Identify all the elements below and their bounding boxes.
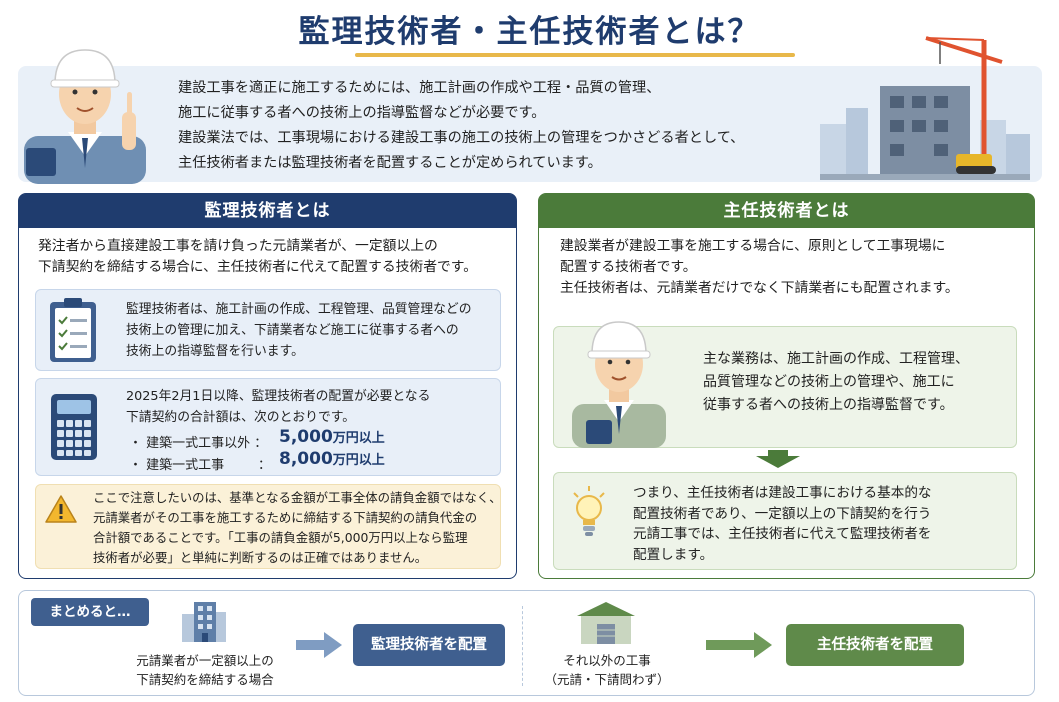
kanri-duties-text: 監理技術者は、施工計画の作成、工程管理、品質管理などの 技術上の管理に加え、下請… [126,299,472,362]
summary-right-line: それ以外の工事 [563,653,651,668]
lightbulb-icon [573,486,605,536]
threshold-intro-line: 下請契約の合計額は、次のとおりです。 [126,410,356,425]
intro-line: 建設工事を適正に施工するためには、施工計画の作成や工程・品質の管理、 [178,80,661,96]
threshold-box [35,378,501,476]
kanri-desc-line: 発注者から直接建設工事を請け負った元請業者が、一定額以上の [38,238,438,254]
shunin-heading: 主任技術者とは [539,194,1034,228]
warehouse-icon [577,602,635,644]
kanri-desc-line: 下請契約を締結する場合に、主任技術者に代えて配置する技術者です。 [38,259,478,275]
conclusion-line: 配置します。 [633,546,714,563]
intro-line: 主任技術者または監理技術者を配置することが定められています。 [178,155,602,171]
summary-right-label: それ以外の工事 （元請・下請問わず） [532,651,682,689]
clipboard-icon [50,298,96,362]
threshold-intro: 2025年2月1日以降、監理技術者の配置が必要となる 下請契約の合計額は、次のと… [126,386,430,428]
kanri-duties-line: 技術上の管理に加え、下請業者など施工に従事する者への [126,323,459,338]
shunin-duties-line: 従事する者への技術上の指導監督です。 [703,397,954,413]
caution-box [35,484,501,569]
caution-line: 技術者が必要」と単純に判断するのは正確ではありません。 [93,550,428,565]
result-kanri-badge: 監理技術者を配置 [353,624,505,666]
arrow-right-icon [296,632,342,658]
threshold-row-amount: 5,000万円以上 [279,427,385,447]
title-underline [355,53,795,57]
summary-right-line: （元請・下請問わず） [544,672,670,687]
office-building-icon [182,602,226,642]
kanri-duties-line: 監理技術者は、施工計画の作成、工程管理、品質管理などの [126,302,472,317]
summary-left-line: 下請契約を締結する場合 [136,672,274,687]
threshold-intro-line: 2025年2月1日以降、監理技術者の配置が必要となる [126,389,431,404]
caution-text: ここで注意したいのは、基準となる金額が工事全体の請負金額ではなく、 元請業者がそ… [93,488,502,568]
threshold-row-label: ・ 建築一式工事以外 ： [129,436,268,451]
conclusion-box [553,472,1017,570]
caution-line: ここで注意したいのは、基準となる金額が工事全体の請負金額ではなく、 [93,490,502,505]
kanri-duties-line: 技術上の指導監督を行います。 [126,344,304,359]
shunin-desc-line: 建設業者が建設工事を施工する場合に、原則として工事現場に [560,238,946,254]
summary-divider [522,606,523,686]
summary-left-line: 元請業者が一定額以上の [136,653,274,668]
result-shunin-badge: 主任技術者を配置 [786,624,964,666]
conclusion-line: つまり、主任技術者は建設工事における基本的な [633,485,932,501]
threshold-amount-value: 5,000 [279,427,333,447]
worker-illustration [572,321,666,448]
threshold-amount-value: 8,000 [279,449,333,469]
threshold-amount-unit: 万円以上 [332,453,385,468]
arrow-right-icon [706,632,772,658]
conclusion-text: つまり、主任技術者は建設工事における基本的な 配置技術者であり、一定額以上の下請… [633,483,932,565]
summary-left-label: 元請業者が一定額以上の 下請契約を締結する場合 [110,651,300,689]
worker-pointing-illustration [24,49,146,184]
shunin-duties-line: 品質管理などの技術上の管理や、施工に [703,374,955,390]
conclusion-line: 配置技術者であり、一定額以上の下請契約を行う [633,505,932,522]
shunin-desc-line: 配置する技術者です。 [560,259,697,275]
conclusion-line: 元請工事では、主任技術者に代えて監理技術者を [633,526,932,542]
threshold-row-amount: 8,000万円以上 [279,449,385,469]
caution-line: 元請業者がその工事を施工するために締結する下請契約の請負代金の [93,510,478,525]
threshold-row-colon: ： [258,458,272,473]
page-title: 監理技術者・主任技術者とは？ [298,14,761,50]
kanri-duties-box [35,289,501,371]
arrow-down-icon [756,450,800,468]
kanri-heading: 監理技術者とは [19,194,516,228]
construction-site-illustration [820,36,1030,180]
kanri-description: 発注者から直接建設工事を請け負った元請業者が、一定額以上の 下請契約を締結する場… [38,236,477,278]
threshold-amount-unit: 万円以上 [332,431,385,446]
warning-icon [45,495,77,523]
threshold-row-label: ・ 建築一式工事 [129,458,225,473]
shunin-duties-text: 主な業務は、施工計画の作成、工程管理、 品質管理などの技術上の管理や、施工に 従… [703,348,969,417]
calculator-icon [51,394,97,460]
shunin-description: 建設業者が建設工事を施工する場合に、原則として工事現場に 配置する技術者です。 … [560,236,959,299]
intro-text: 建設工事を適正に施工するためには、施工計画の作成や工程・品質の管理、 施工に従事… [178,76,818,176]
summary-tag: まとめると… [31,598,149,626]
intro-banner [18,66,1042,182]
shunin-duties-line: 主な業務は、施工計画の作成、工程管理、 [703,351,969,367]
intro-line: 建設業法では、工事現場における建設工事の施工の技術上の管理をつかさどる者として、 [178,130,745,146]
intro-line: 施工に従事する者への技術上の指導監督などが必要です。 [178,105,546,121]
shunin-desc-line: 主任技術者は、元請業者だけでなく下請業者にも配置されます。 [560,280,959,296]
caution-line: 合計額であることです。「工事の請負金額が5,000万円以上なら監理 [93,530,468,545]
